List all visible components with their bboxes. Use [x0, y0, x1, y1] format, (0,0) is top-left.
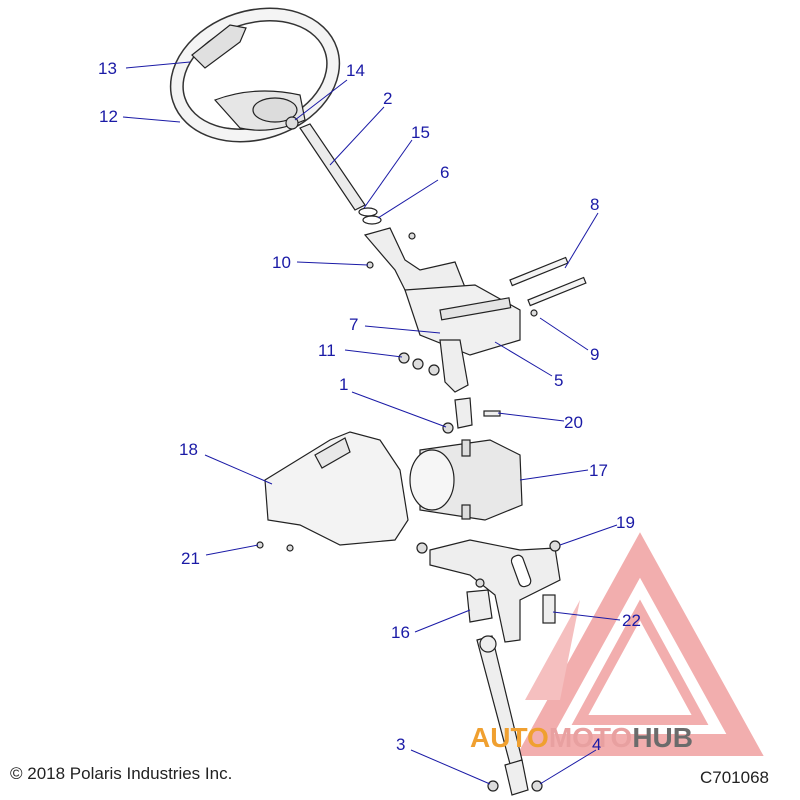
tilt-bracket	[404, 284, 521, 356]
watermark-hub: HUB	[632, 722, 693, 753]
lower-coupler	[466, 589, 493, 623]
callout-13: 13	[98, 59, 117, 78]
ring	[362, 215, 382, 225]
bolt	[483, 410, 501, 417]
callout-22: 22	[622, 611, 641, 630]
callout-17: 17	[589, 461, 608, 480]
ring	[358, 207, 378, 217]
steering-shaft	[299, 123, 366, 211]
callout-7: 7	[349, 315, 359, 334]
callout-1: 1	[339, 375, 349, 394]
leader-lines	[122, 61, 621, 785]
mount-bracket	[429, 539, 561, 643]
callout-21: 21	[181, 549, 200, 568]
callout-18: 18	[179, 440, 198, 459]
callout-14: 14	[346, 61, 365, 80]
watermark-logo	[516, 532, 764, 756]
callout-9: 9	[590, 345, 600, 364]
nut	[412, 358, 424, 370]
bolt-head	[475, 578, 485, 588]
coupler	[454, 397, 473, 429]
nut	[442, 422, 454, 434]
callout-4: 4	[592, 735, 602, 754]
eps-unit	[409, 439, 523, 521]
callout-20: 20	[564, 413, 583, 432]
callout-19: 19	[616, 513, 635, 532]
bolt-head	[549, 540, 561, 552]
nut	[408, 232, 416, 240]
callout-6: 6	[440, 163, 450, 182]
watermark-text: AUTOMOTOHUB	[470, 722, 693, 754]
lower-arm	[439, 339, 469, 393]
nut	[531, 780, 543, 792]
screw	[286, 544, 294, 552]
parts-drawing	[169, 7, 587, 796]
callout-5: 5	[554, 371, 564, 390]
nut	[428, 364, 440, 376]
callout-8: 8	[590, 195, 600, 214]
callout-12: 12	[99, 107, 118, 126]
figure-code: C701068	[700, 768, 770, 787]
callout-15: 15	[411, 123, 430, 142]
watermark-auto: AUTO	[470, 722, 549, 753]
eps-cover	[264, 431, 409, 546]
callout-3: 3	[396, 735, 406, 754]
nut	[487, 780, 499, 792]
bolt	[527, 276, 587, 307]
callout-2: 2	[383, 89, 393, 108]
callout-16: 16	[391, 623, 410, 642]
callout-11: 11	[318, 341, 336, 360]
callout-10: 10	[272, 253, 291, 272]
steering-wheel	[169, 7, 341, 143]
watermark-moto: MOTO	[548, 722, 633, 753]
lower-yoke	[504, 759, 529, 796]
copyright-text: © 2018 Polaris Industries Inc.	[10, 764, 233, 783]
wheel-cover	[191, 24, 247, 69]
bolt	[509, 256, 569, 287]
nut	[398, 352, 410, 364]
bolt-head	[530, 309, 538, 317]
bolt-head	[416, 542, 428, 554]
